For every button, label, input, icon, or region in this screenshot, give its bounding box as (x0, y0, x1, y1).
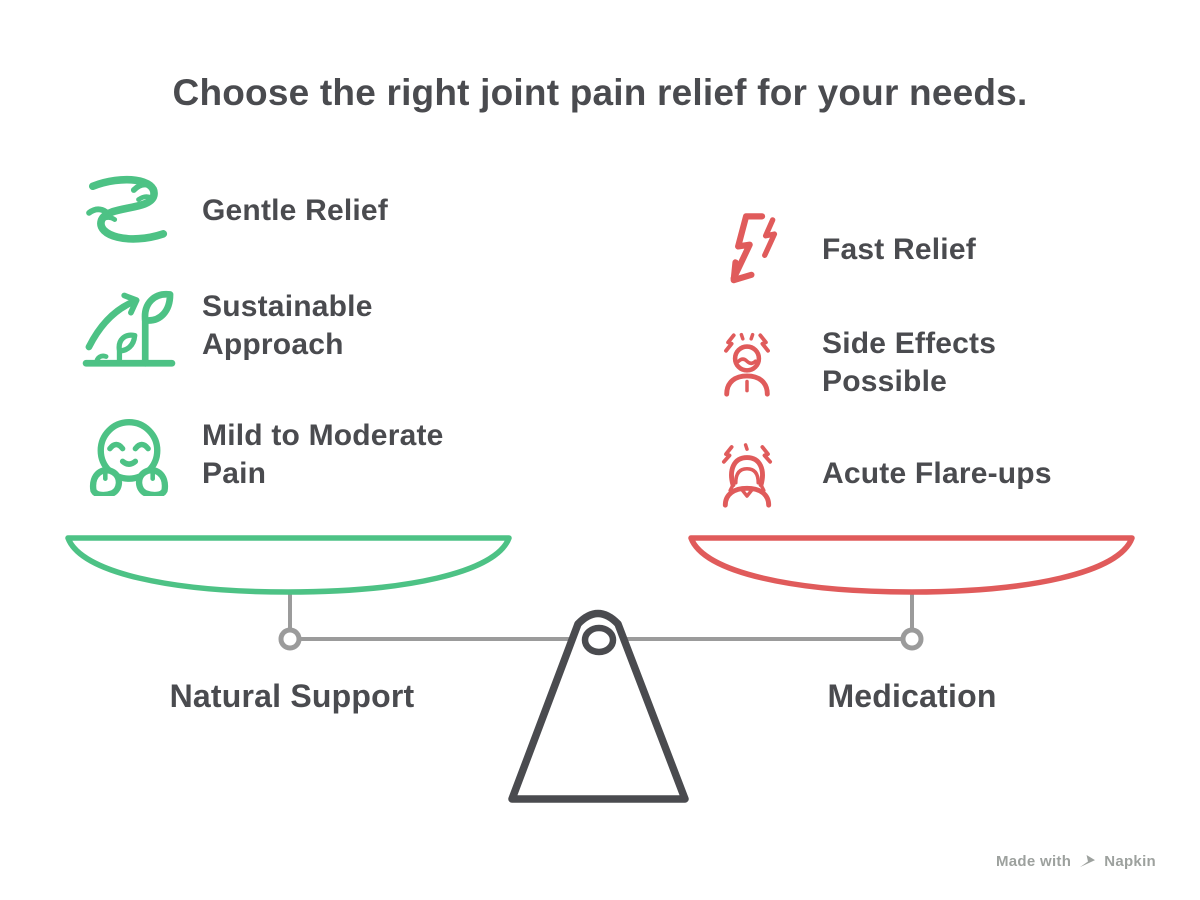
napkin-logo-icon (1080, 854, 1096, 868)
list-item-acute-flare-ups: Acute Flare-ups (710, 431, 1122, 517)
attribution-brand: Napkin (1104, 853, 1156, 870)
attribution: Made with Napkin (996, 853, 1156, 870)
list-item-side-effects-possible: Side Effects Possible (710, 320, 1122, 406)
scale-fulcrum (508, 609, 689, 803)
fulcrum-pivot-hole (581, 624, 617, 656)
stream-icon (80, 169, 178, 253)
list-item-sustainable-approach: Sustainable Approach (80, 283, 512, 369)
left-side-label: Natural Support (169, 678, 415, 714)
page-title: Choose the right joint pain relief for y… (172, 72, 1028, 113)
item-label: Side Effects Possible (822, 327, 997, 398)
list-item-fast-relief: Fast Relief (710, 207, 1122, 293)
calm-face-icon (80, 413, 178, 497)
left-scale-dish (65, 535, 512, 595)
right-scale-dish (688, 535, 1135, 595)
list-item-gentle-relief: Gentle Relief (80, 168, 512, 254)
item-label: Fast Relief (822, 233, 976, 266)
lightning-arrow-icon (710, 208, 784, 292)
right-side-label: Medication (827, 678, 997, 714)
item-label: Sustainable Approach (202, 290, 373, 361)
left-hanger-joint (278, 627, 302, 651)
attribution-text: Made with (995, 853, 1072, 870)
flare-up-person-icon (710, 432, 784, 516)
list-item-mild-to-moderate-pain: Mild to Moderate Pain (80, 412, 512, 498)
stressed-person-icon (710, 321, 784, 405)
item-label: Acute Flare-ups (822, 457, 1052, 490)
right-hanger-joint (900, 627, 924, 651)
sprout-growth-icon (80, 284, 178, 368)
item-label: Gentle Relief (202, 194, 388, 227)
item-label: Mild to Moderate Pain (202, 419, 444, 490)
